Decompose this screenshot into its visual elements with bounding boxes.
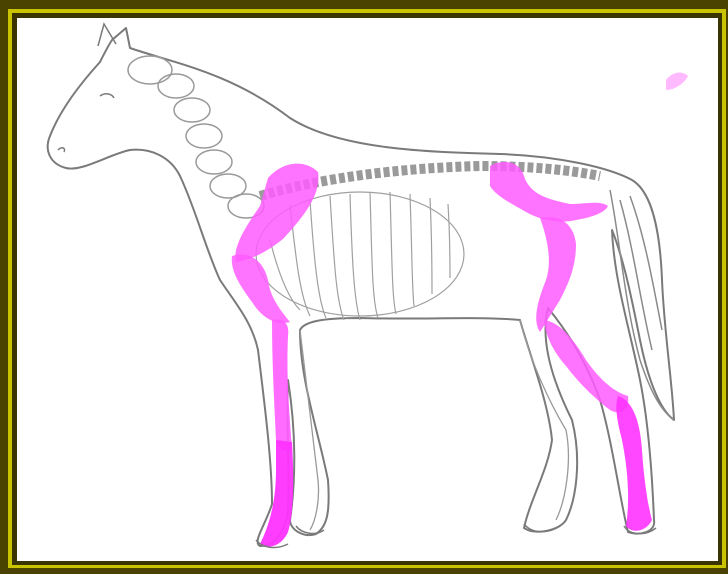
canvas-background [17, 18, 718, 561]
